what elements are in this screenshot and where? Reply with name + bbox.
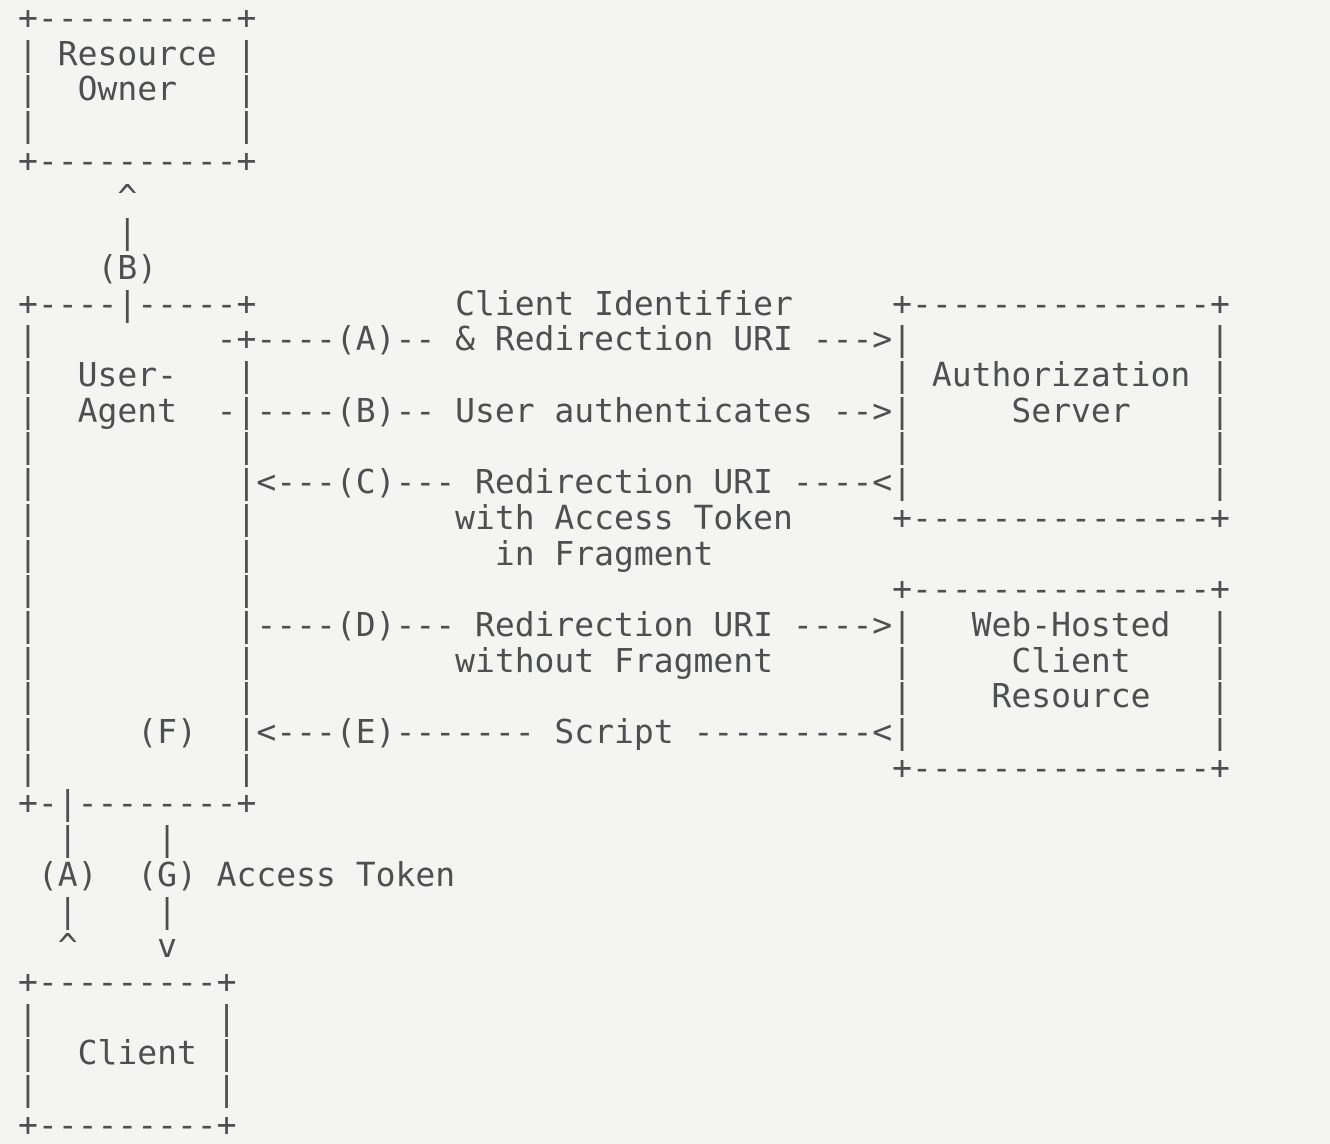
diagram-canvas: +----------+ | Resource | | Owner | | | … [18, 0, 1230, 1144]
oauth-implicit-grant-flow-ascii-diagram: +----------+ | Resource | | Owner | | | … [18, 0, 1230, 1144]
